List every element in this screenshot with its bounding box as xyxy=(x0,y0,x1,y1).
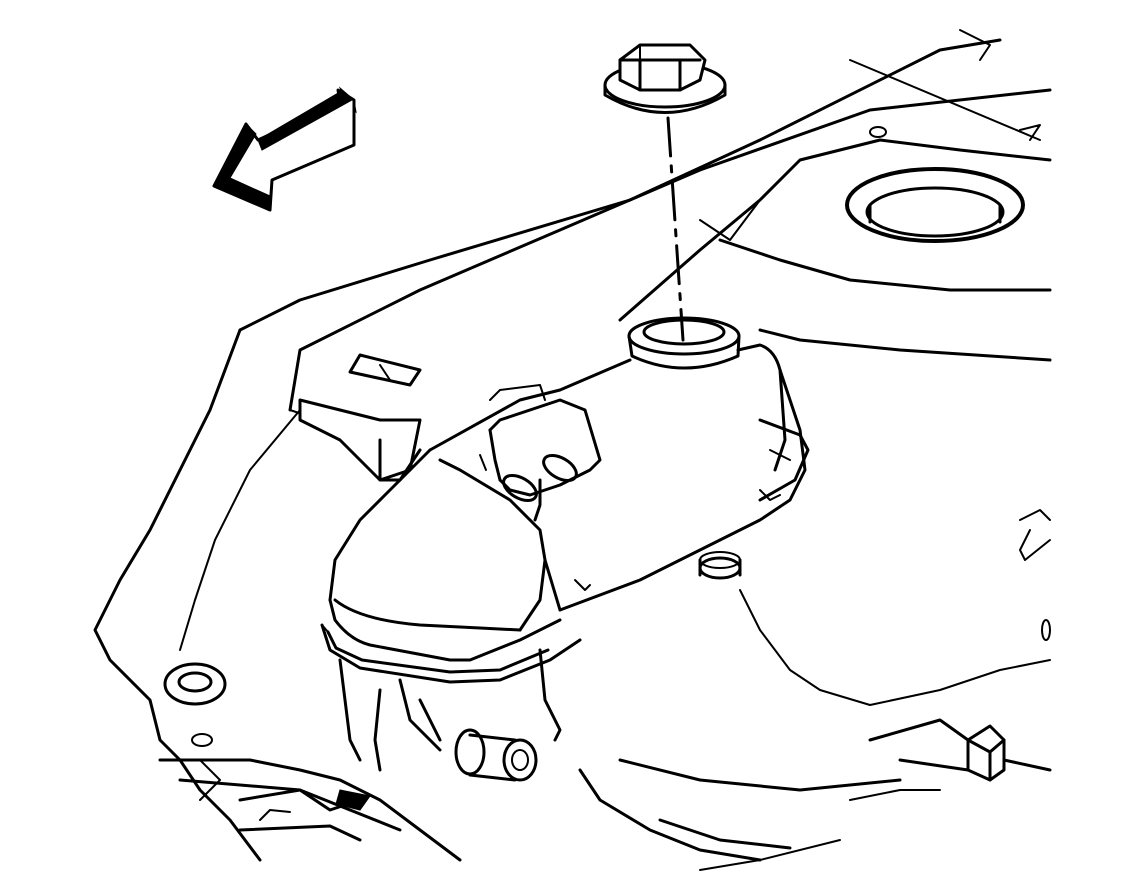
reservoir-cap xyxy=(603,43,727,114)
hose-outlet xyxy=(454,728,538,782)
mounting-grommet xyxy=(163,662,227,706)
coolant-reservoir xyxy=(320,316,1051,782)
fender-panel xyxy=(93,29,1052,862)
direction-arrow-icon xyxy=(212,86,357,212)
strut-tower xyxy=(618,138,1052,641)
lower-frame xyxy=(158,718,1052,871)
alignment-centerline xyxy=(666,116,685,342)
